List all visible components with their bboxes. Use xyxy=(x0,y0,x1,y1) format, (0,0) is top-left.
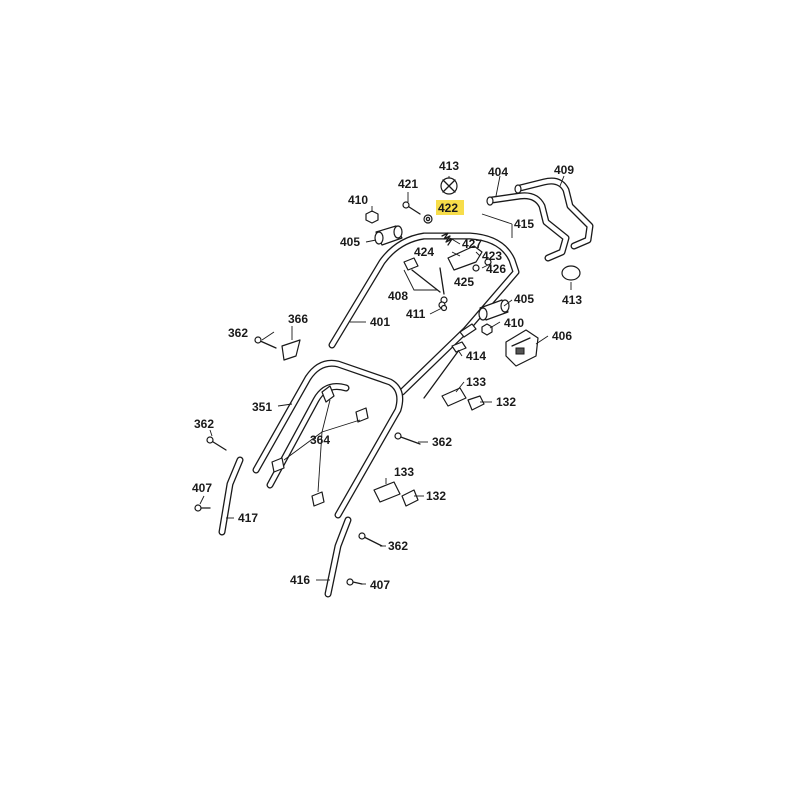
label-423: 423 xyxy=(482,249,502,263)
label-413-right: 413 xyxy=(562,293,582,307)
label-407-right: 407 xyxy=(370,578,390,592)
label-410-right: 410 xyxy=(504,316,524,330)
label-426: 426 xyxy=(486,262,506,276)
label-411: 411 xyxy=(406,307,426,321)
cap-413-right xyxy=(561,265,581,281)
label-405-right: 405 xyxy=(514,292,534,306)
label-421: 421 xyxy=(398,177,418,191)
label-427: 427 xyxy=(462,237,482,251)
label-132-lower: 132 xyxy=(426,489,446,503)
label-133-upper: 133 xyxy=(466,375,486,389)
screw-362-d xyxy=(358,532,383,547)
label-366: 366 xyxy=(288,312,308,326)
bracket-366 xyxy=(281,339,301,361)
label-415: 415 xyxy=(514,217,534,231)
bracket-405-right xyxy=(478,299,510,321)
label-416: 416 xyxy=(290,573,310,587)
label-132-upper: 132 xyxy=(496,395,516,409)
label-414: 414 xyxy=(466,349,486,363)
upper-handle-401 xyxy=(328,232,520,396)
nut-410-top xyxy=(365,210,379,224)
label-408: 408 xyxy=(388,289,408,303)
label-422: 422 xyxy=(438,201,458,215)
lever-423 xyxy=(447,245,492,272)
label-351: 351 xyxy=(252,400,272,414)
label-364: 364 xyxy=(310,433,330,447)
knob-413-top xyxy=(440,177,458,195)
cable-clip-133-132-upper xyxy=(441,387,485,411)
washer-422 xyxy=(423,214,433,224)
nut-410-right xyxy=(481,323,493,336)
label-405-top: 405 xyxy=(340,235,360,249)
bolt-407-right xyxy=(346,578,363,586)
bolt-421 xyxy=(402,201,421,215)
screw-362-a xyxy=(254,336,277,349)
lower-tube-416 xyxy=(324,516,352,598)
label-362-b: 362 xyxy=(432,435,452,449)
lower-tube-417 xyxy=(218,456,244,536)
bolt-407-left xyxy=(194,504,211,512)
label-406: 406 xyxy=(552,329,572,343)
control-box-406 xyxy=(505,329,539,367)
part-labels: 413 404 409 410 421 422 415 405 427 424 … xyxy=(192,159,582,592)
cable-clip-133-132-lower xyxy=(373,481,419,507)
label-413-top: 413 xyxy=(439,159,459,173)
label-404: 404 xyxy=(488,165,508,179)
label-409: 409 xyxy=(554,163,574,177)
label-362-d: 362 xyxy=(388,539,408,553)
wing-knobs-364 xyxy=(271,385,369,507)
leader-lines xyxy=(199,175,572,585)
screw-411 xyxy=(440,304,448,312)
label-410-top: 410 xyxy=(348,193,368,207)
screw-362-b xyxy=(394,432,421,445)
screw-362-c xyxy=(206,436,227,451)
label-362-a: 362 xyxy=(228,326,248,340)
highlight-422 xyxy=(436,200,464,215)
label-425: 425 xyxy=(454,275,474,289)
label-407-left: 407 xyxy=(192,481,212,495)
label-424: 424 xyxy=(414,245,434,259)
label-401: 401 xyxy=(370,315,390,329)
label-417: 417 xyxy=(238,511,258,525)
label-133-lower: 133 xyxy=(394,465,414,479)
label-362-c: 362 xyxy=(194,417,214,431)
cable-414 xyxy=(423,341,467,399)
bracket-405-top xyxy=(374,225,403,246)
